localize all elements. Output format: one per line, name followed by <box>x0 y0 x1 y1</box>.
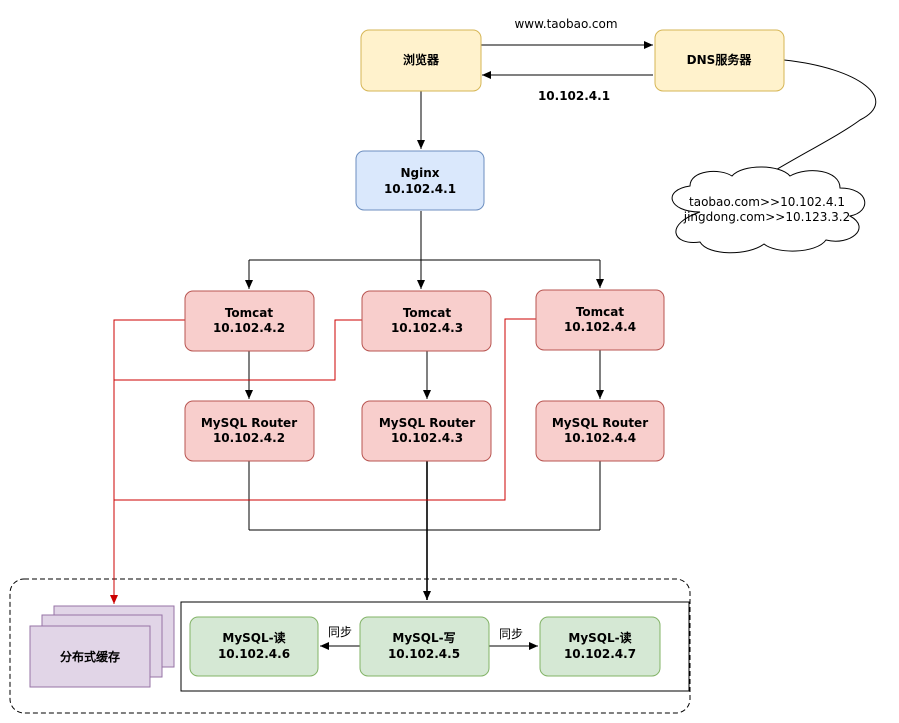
mysql-read-left-node: MySQL-读 10.102.4.6 <box>189 616 319 677</box>
browser-label: 浏览器 <box>403 52 440 67</box>
tomcat-2-ip: 10.102.4.3 <box>391 321 463 335</box>
mysql-write-title: MySQL-写 <box>392 631 455 645</box>
response-ip-label: 10.102.4.1 <box>538 89 610 103</box>
cloud-line-1: taobao.com>>10.102.4.1 <box>689 195 845 209</box>
mysql-read-left-title: MySQL-读 <box>222 630 285 645</box>
tomcat-node-3: Tomcat 10.102.4.4 <box>535 289 665 351</box>
router-1-ip: 10.102.4.2 <box>213 431 285 445</box>
database-container <box>180 601 690 692</box>
router-3-ip: 10.102.4.4 <box>564 431 636 445</box>
mysql-write-node: MySQL-写 10.102.4.5 <box>359 616 490 677</box>
mysql-read-right-node: MySQL-读 10.102.4.7 <box>539 616 661 677</box>
tomcat-node-1: Tomcat 10.102.4.2 <box>184 290 315 352</box>
cluster-dashed-container <box>9 578 691 714</box>
tomcat-3-ip: 10.102.4.4 <box>564 320 636 334</box>
nginx-node: Nginx 10.102.4.1 <box>355 150 485 211</box>
request-domain-label: www.taobao.com <box>514 17 617 31</box>
router-2-title: MySQL Router <box>379 416 475 430</box>
router-1-title: MySQL Router <box>201 416 297 430</box>
router-node-1: MySQL Router 10.102.4.2 <box>184 400 315 462</box>
sync-right-label: 同步 <box>499 627 523 641</box>
edge-dns-to-cloud <box>763 59 877 178</box>
tomcat-1-ip: 10.102.4.2 <box>213 321 285 335</box>
router-node-2: MySQL Router 10.102.4.3 <box>361 400 492 462</box>
mysql-read-right-title: MySQL-读 <box>568 630 631 645</box>
mysql-read-right-ip: 10.102.4.7 <box>564 647 636 661</box>
tomcat-2-title: Tomcat <box>403 306 452 320</box>
dns-label: DNS服务器 <box>687 52 753 67</box>
router-3-title: MySQL Router <box>552 416 648 430</box>
tomcat-1-title: Tomcat <box>225 306 274 320</box>
cache-edges <box>110 318 536 604</box>
nginx-title: Nginx <box>400 166 439 180</box>
edges <box>245 41 877 650</box>
tomcat-3-title: Tomcat <box>576 305 625 319</box>
tomcat-node-2: Tomcat 10.102.4.3 <box>361 290 492 352</box>
edge-tomcat-3-to-cache <box>114 318 536 501</box>
sync-left-label: 同步 <box>328 625 352 639</box>
nginx-ip: 10.102.4.1 <box>384 182 456 196</box>
edge-tomcat-2-to-cache <box>114 319 362 381</box>
cache-label: 分布式缓存 <box>60 649 120 664</box>
dns-node: DNS服务器 <box>654 29 785 92</box>
distributed-cache-node: 分布式缓存 <box>29 605 175 688</box>
mysql-write-ip: 10.102.4.5 <box>388 647 460 661</box>
browser-node: 浏览器 <box>360 29 482 92</box>
router-node-3: MySQL Router 10.102.4.4 <box>535 400 665 462</box>
cache-layer-front <box>29 625 151 688</box>
edge-tomcat-1-to-cache <box>110 319 185 604</box>
cloud-line-2: jingdong.com>>10.123.3.2 <box>683 210 851 224</box>
dns-cache-cloud: taobao.com>>10.102.4.1 jingdong.com>>10.… <box>671 166 866 254</box>
router-2-ip: 10.102.4.3 <box>391 431 463 445</box>
mysql-read-left-ip: 10.102.4.6 <box>218 647 290 661</box>
